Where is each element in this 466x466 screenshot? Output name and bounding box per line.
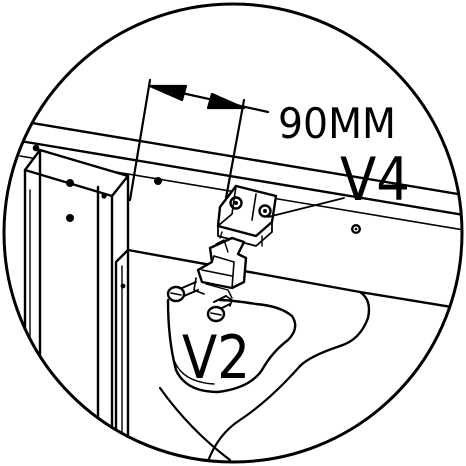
post-hole	[66, 179, 74, 187]
rail-hole	[32, 144, 40, 152]
bracket-screw	[263, 209, 267, 213]
rail-hole	[354, 227, 358, 231]
lower-panel	[114, 248, 462, 462]
post-hole	[66, 214, 74, 222]
extension-line-right	[224, 98, 246, 200]
bolts	[166, 281, 233, 323]
panel-hole	[120, 283, 126, 289]
leader-line-v4	[267, 197, 345, 218]
bracket-screw	[234, 201, 238, 205]
dimension-marks	[128, 78, 270, 202]
leg-post	[23, 148, 130, 462]
dimension-arrow-right	[206, 92, 246, 110]
part-label-v2: V2	[182, 323, 250, 393]
dimension-arrow-left	[148, 84, 188, 102]
dimension-label: 90MM	[278, 99, 396, 148]
rail-hole	[154, 177, 162, 185]
lower-clamp-bracket	[193, 236, 248, 299]
post-hole	[101, 193, 107, 199]
upper-clamp-bracket	[216, 184, 278, 247]
part-label-v4: V4	[340, 145, 410, 215]
curved-bracket-plate	[158, 298, 302, 462]
extension-line-left	[128, 78, 152, 202]
bracket-screw	[258, 204, 272, 218]
bracket-screw	[229, 196, 243, 210]
rail-hole	[351, 223, 362, 234]
